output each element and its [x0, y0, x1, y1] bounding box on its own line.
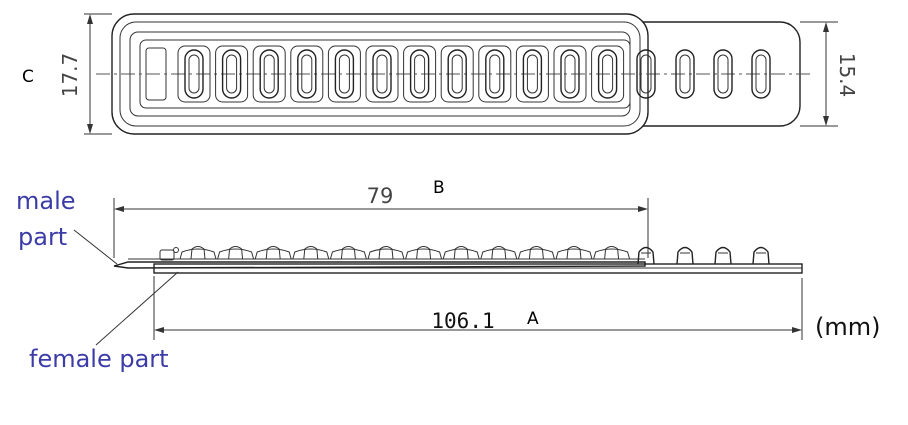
dimension-overall-length: 106.1: [153, 276, 803, 340]
male-bump: [254, 246, 292, 260]
male-bump: [367, 246, 405, 260]
female-slot: [751, 49, 771, 99]
male-bump: [593, 246, 631, 260]
female-part-label: female part: [29, 345, 169, 373]
male-bump: [405, 246, 443, 260]
inner-height-value: 15.4: [835, 53, 859, 98]
unit-label: (mm): [815, 313, 880, 341]
top-view: [96, 13, 812, 135]
female-slot: [675, 49, 695, 99]
female-slot: [636, 49, 656, 99]
male-bumps-group: [179, 246, 631, 260]
male-part-leader: [73, 229, 118, 265]
male-bump: [292, 246, 330, 260]
male-bump: [480, 246, 518, 260]
male-part-label-line1: male: [16, 187, 76, 215]
female-slot: [713, 49, 733, 99]
male-slot: [327, 45, 361, 103]
male-bump: [329, 246, 367, 260]
male-slot: [365, 45, 399, 103]
male-slot: [252, 45, 286, 103]
male-bump: [179, 246, 217, 260]
female-bump: [752, 246, 770, 265]
male-plate: [113, 261, 646, 269]
male-bump: [555, 246, 593, 260]
male-slot: [290, 45, 324, 103]
male-slot: [515, 45, 549, 103]
male-bump: [217, 246, 255, 260]
male-bump: [442, 246, 480, 260]
male-bump: [517, 246, 555, 260]
male-slot: [553, 45, 587, 103]
male-slot: [478, 45, 512, 103]
outer-height-value: 17.7: [58, 53, 82, 98]
dimension-inner-height: 15.4: [800, 21, 859, 127]
female-bump: [714, 246, 732, 265]
male-slot: [177, 45, 211, 103]
male-slot: [440, 45, 474, 103]
female-slots-group: [636, 49, 771, 99]
male-slot: [403, 45, 437, 103]
male-slots-group: [177, 45, 625, 103]
overall-length-value: 106.1: [431, 309, 494, 333]
dimension-male-length: 79: [113, 184, 649, 258]
female-bump: [637, 246, 655, 265]
female-bumps-group: [637, 246, 770, 265]
side-view: [113, 246, 803, 274]
female-bump: [676, 246, 694, 265]
male-length-value: 79: [367, 184, 394, 208]
callout-b: B: [433, 178, 445, 198]
callout-c: C: [22, 67, 34, 87]
male-part-label-line2: part: [18, 223, 67, 251]
male-slot: [591, 45, 625, 103]
male-slot: [215, 45, 249, 103]
callout-a: A: [527, 309, 539, 329]
female-part-leader: [95, 271, 179, 346]
dimension-outer-height: 17.7: [58, 13, 112, 135]
